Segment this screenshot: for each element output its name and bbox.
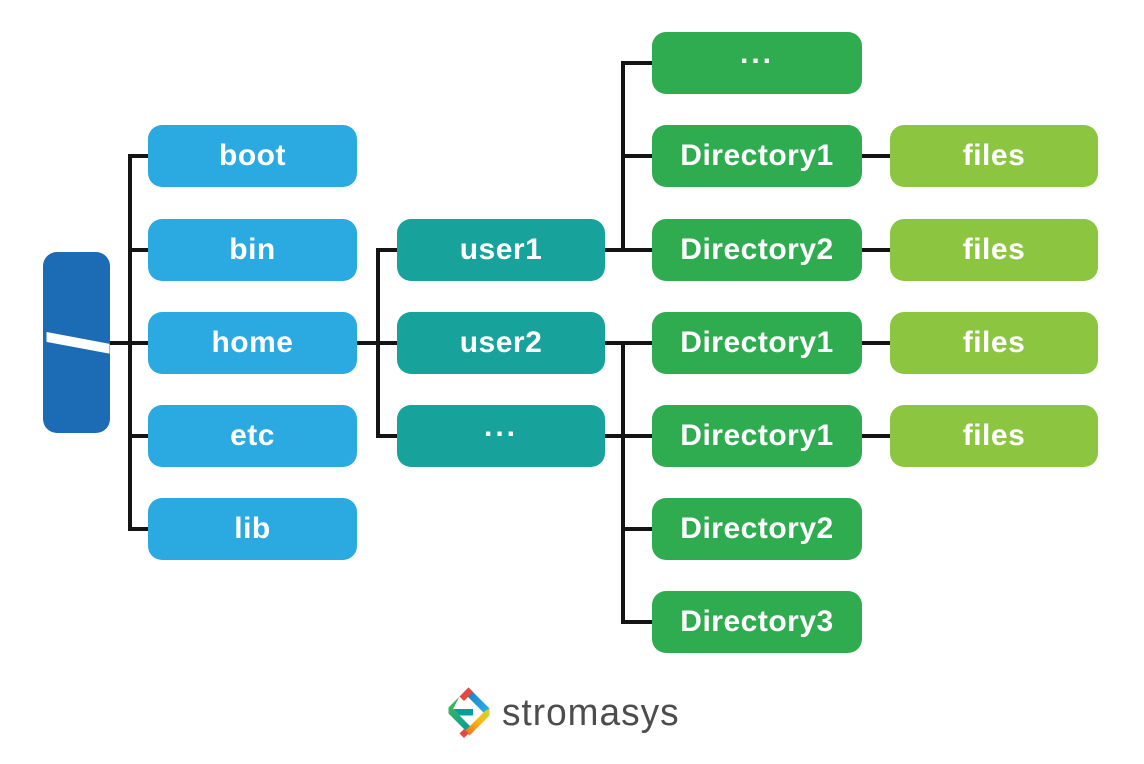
connector-stub-etc [128, 434, 148, 438]
node-lib: lib [148, 498, 357, 560]
node-directory2-user1-label: Directory2 [680, 233, 834, 266]
node-user1: user1 [397, 219, 605, 281]
connector-trunk1 [128, 154, 132, 531]
node-user2-label: user2 [459, 326, 543, 359]
node-user2: user2 [397, 312, 605, 374]
node-bin: bin [148, 219, 357, 281]
node-dir-ellipsis-label: ... [739, 37, 774, 70]
connector-stub-directory1-user1 [621, 154, 652, 158]
node-files-1-label: files [962, 139, 1026, 172]
node-directory3-user2: Directory3 [652, 591, 862, 653]
stromasys-logo-text: stromasys [502, 691, 680, 734]
connector-stub-boot [128, 154, 148, 158]
connector-trunk4 [621, 341, 625, 624]
node-files-4-label: files [962, 419, 1026, 452]
node-etc-label: etc [230, 419, 275, 452]
connector-stub-lib [128, 527, 148, 531]
connector-stub-bin [128, 248, 148, 252]
connector-stub-directory2-user2 [621, 527, 652, 531]
node-etc: etc [148, 405, 357, 467]
connector-stub-users-ellipsis [376, 434, 397, 438]
node-directory1-user2-b: Directory1 [652, 405, 862, 467]
node-files-3-label: files [962, 326, 1026, 359]
stromasys-logo-icon [448, 687, 490, 738]
node-directory1-user1: Directory1 [652, 125, 862, 187]
node-bin-label: bin [229, 233, 276, 266]
connector-user2-to-directory1 [605, 341, 652, 345]
node-directory2-user1: Directory2 [652, 219, 862, 281]
connector-stub-dir-ellipsis [621, 61, 652, 65]
node-directory2-user2-label: Directory2 [680, 512, 834, 545]
connector-ellipsis-to-directory1 [605, 434, 652, 438]
node-boot-label: boot [219, 139, 286, 172]
node-files-3: files [890, 312, 1098, 374]
node-home: home [148, 312, 357, 374]
node-files-2: files [890, 219, 1098, 281]
node-users-ellipsis: ... [397, 405, 605, 467]
connector-stub-user1 [376, 248, 397, 252]
connector-trunk2 [376, 248, 380, 438]
node-directory1-user2-b-label: Directory1 [680, 419, 834, 452]
node-directory1-user2-a-label: Directory1 [680, 326, 834, 359]
node-home-label: home [211, 326, 294, 359]
node-directory1-user1-label: Directory1 [680, 139, 834, 172]
node-files-4: files [890, 405, 1098, 467]
node-directory1-user2-a: Directory1 [652, 312, 862, 374]
node-files-1: files [890, 125, 1098, 187]
connector-directory1b-to-files [862, 341, 890, 345]
connector-directory1c-to-files [862, 434, 890, 438]
node-directory2-user2: Directory2 [652, 498, 862, 560]
connector-stub-directory3-user2 [621, 620, 652, 624]
node-lib-label: lib [234, 512, 271, 545]
connector-directory2-to-files [862, 248, 890, 252]
stromasys-logo: stromasys [446, 686, 680, 740]
node-user1-label: user1 [459, 233, 543, 266]
node-users-ellipsis-label: ... [483, 410, 518, 443]
node-files-2-label: files [962, 233, 1026, 266]
connector-directory1a-to-files [862, 154, 890, 158]
node-directory3-user2-label: Directory3 [680, 605, 834, 638]
node-dir-ellipsis: ... [652, 32, 862, 94]
node-boot: boot [148, 125, 357, 187]
node-root: / [30, 252, 124, 433]
connector-user1-to-directory2 [605, 248, 652, 252]
